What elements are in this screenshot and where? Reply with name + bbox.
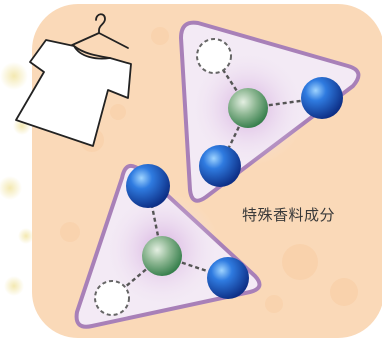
fragrance-component-label: 特殊香料成分 [242, 206, 336, 224]
atom-outer-lower-top [126, 164, 170, 208]
atom-outer-upper-right [301, 77, 343, 119]
t-shirt-on-hanger-icon [15, 13, 132, 147]
empty-slot-upper [196, 38, 232, 74]
atom-outer-lower-right [207, 257, 249, 299]
molecule-lower [74, 163, 262, 329]
atom-core-upper [228, 88, 268, 128]
molecule-upper [179, 20, 361, 203]
empty-slot-lower [94, 280, 130, 316]
atom-core-lower [142, 236, 182, 276]
atom-outer-upper-bottom [199, 145, 241, 187]
